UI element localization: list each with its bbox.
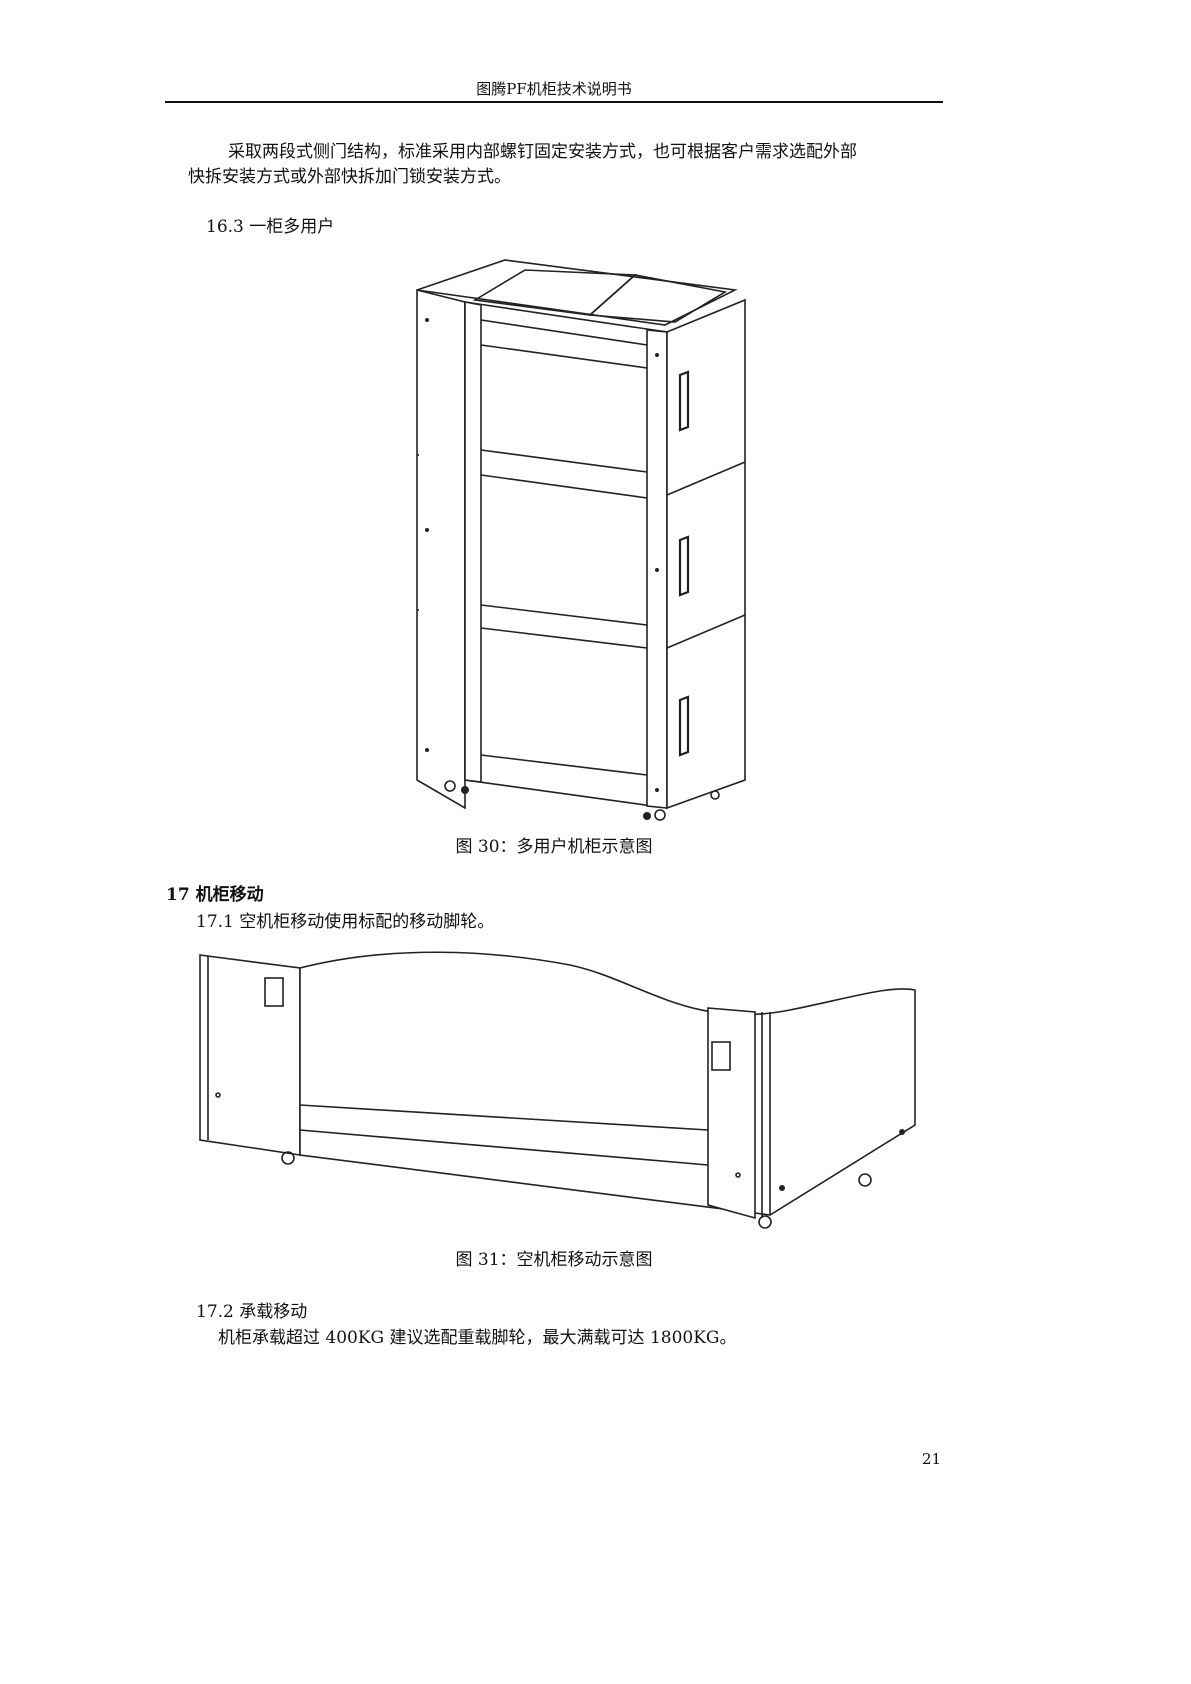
section-17-heading: 17 机柜移动 bbox=[166, 885, 264, 905]
intro-line-1: 采取两段式侧门结构，标准采用内部螺钉固定安装方式，也可根据客户需求选配外部 bbox=[228, 142, 857, 162]
figure-31-caption: 图 31：空机柜移动示意图 bbox=[455, 1250, 653, 1270]
page-number: 21 bbox=[922, 1450, 942, 1468]
empty-cabinet-moving-drawing bbox=[199, 951, 916, 1229]
figure-30-caption: 图 30：多用户机柜示意图 bbox=[455, 837, 653, 857]
header-rule bbox=[165, 101, 943, 103]
page-header: 图腾PF机柜技术说明书 bbox=[476, 80, 632, 98]
section-16-3-heading: 16.3 一柜多用户 bbox=[206, 217, 335, 237]
section-17-1-text: 17.1 空机柜移动使用标配的移动脚轮。 bbox=[196, 912, 495, 932]
multi-user-cabinet-drawing bbox=[416, 259, 746, 821]
section-17-2-text: 机柜承载超过 400KG 建议选配重载脚轮，最大满载可达 1800KG。 bbox=[218, 1328, 737, 1348]
section-17-2-heading: 17.2 承载移动 bbox=[196, 1302, 308, 1322]
intro-line-2: 快拆安装方式或外部快拆加门锁安装方式。 bbox=[188, 167, 511, 187]
